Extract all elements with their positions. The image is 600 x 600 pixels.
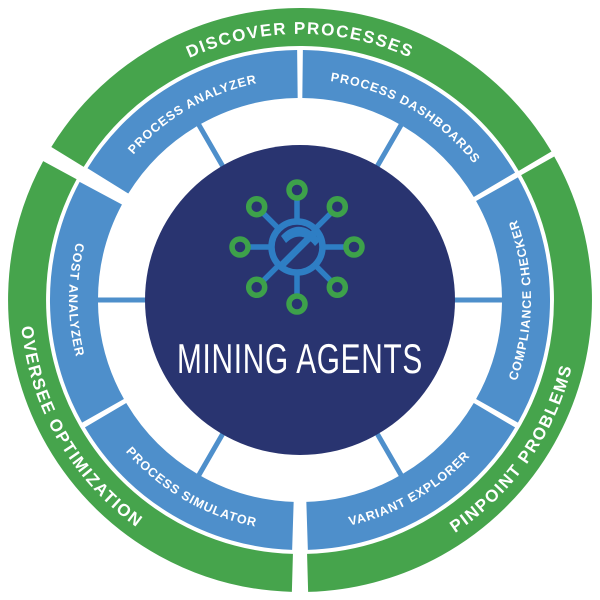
segment-compliance-checker [475, 177, 550, 423]
network-node-icon [245, 195, 268, 218]
segment-variant-explorer [305, 402, 516, 550]
pickaxe-handle-icon [278, 229, 318, 269]
pickaxe-network-icon [229, 179, 365, 315]
segment-process-dashboards [301, 50, 516, 198]
icon-network-nodes [229, 179, 365, 315]
outer-arc-discover-processes [51, 8, 552, 171]
hub-spoke-lower-right [372, 428, 405, 479]
network-node-icon [326, 195, 349, 218]
center-title: MINING AGENTS [177, 335, 423, 382]
outer-arc-oversee-optimization [8, 161, 293, 592]
hub-spoke-upper-left [195, 121, 228, 172]
network-node-icon [326, 276, 349, 299]
network-node-icon [343, 236, 365, 258]
icon-hub-circle [268, 218, 326, 276]
outer-arc-pinpoint-problems [307, 156, 592, 592]
pickaxe-blade-icon [281, 226, 320, 246]
segment-cost-analyzer [50, 181, 125, 423]
inner-label-cost-analyzer: COST ANALYZER [66, 242, 87, 359]
segment-process-analyzer [87, 50, 299, 194]
network-node-icon [286, 179, 308, 201]
icon-spokes [248, 198, 346, 296]
network-node-icon [286, 293, 308, 315]
network-node-icon [229, 236, 251, 258]
hub-spoke-upper-right [372, 121, 405, 172]
network-node-icon [245, 276, 268, 299]
hub-spoke-lower-left [195, 428, 228, 479]
segment-process-simulator [84, 402, 295, 550]
